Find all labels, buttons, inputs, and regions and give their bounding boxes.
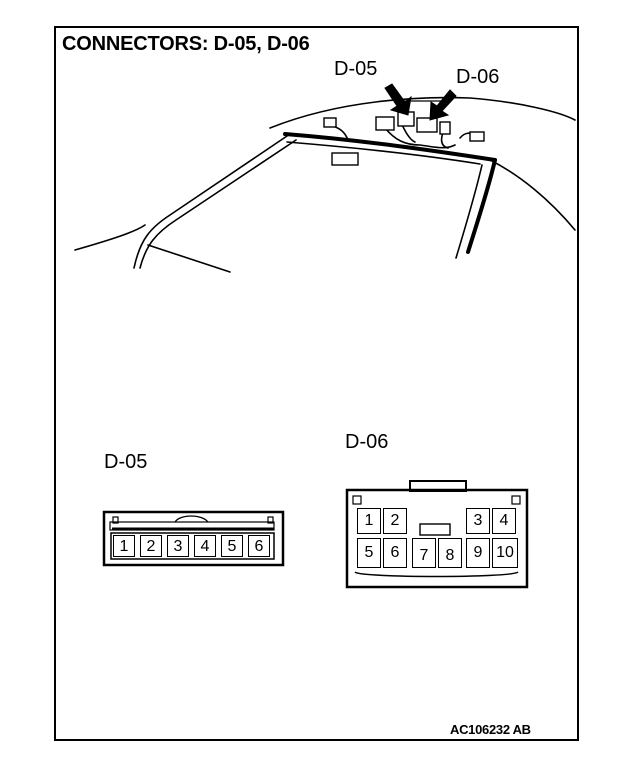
callout-label-d06: D-06 xyxy=(456,66,500,88)
diagram-frame xyxy=(54,26,579,741)
diagram-title: CONNECTORS: D-05, D-06 xyxy=(62,33,310,55)
d06-pin: 9 xyxy=(466,538,490,568)
connector-label-d06: D-06 xyxy=(345,431,389,453)
connector-label-d05: D-05 xyxy=(104,451,148,473)
d06-pin: 4 xyxy=(492,508,516,534)
d06-pin: 6 xyxy=(383,538,407,568)
d05-pin: 6 xyxy=(248,535,270,557)
d05-pin: 1 xyxy=(113,535,135,557)
d06-pin: 5 xyxy=(357,538,381,568)
d06-pin: 10 xyxy=(492,538,518,568)
d06-pin: 3 xyxy=(466,508,490,534)
figure-code: AC106232 AB xyxy=(450,722,531,737)
d05-pin: 5 xyxy=(221,535,243,557)
d05-pin: 3 xyxy=(167,535,189,557)
d05-pin: 4 xyxy=(194,535,216,557)
d06-pin: 1 xyxy=(357,508,381,534)
d06-pin: 7 xyxy=(412,538,436,568)
callout-label-d05: D-05 xyxy=(334,58,378,80)
d06-pin: 8 xyxy=(438,538,462,568)
d06-pin: 2 xyxy=(383,508,407,534)
d05-pin: 2 xyxy=(140,535,162,557)
